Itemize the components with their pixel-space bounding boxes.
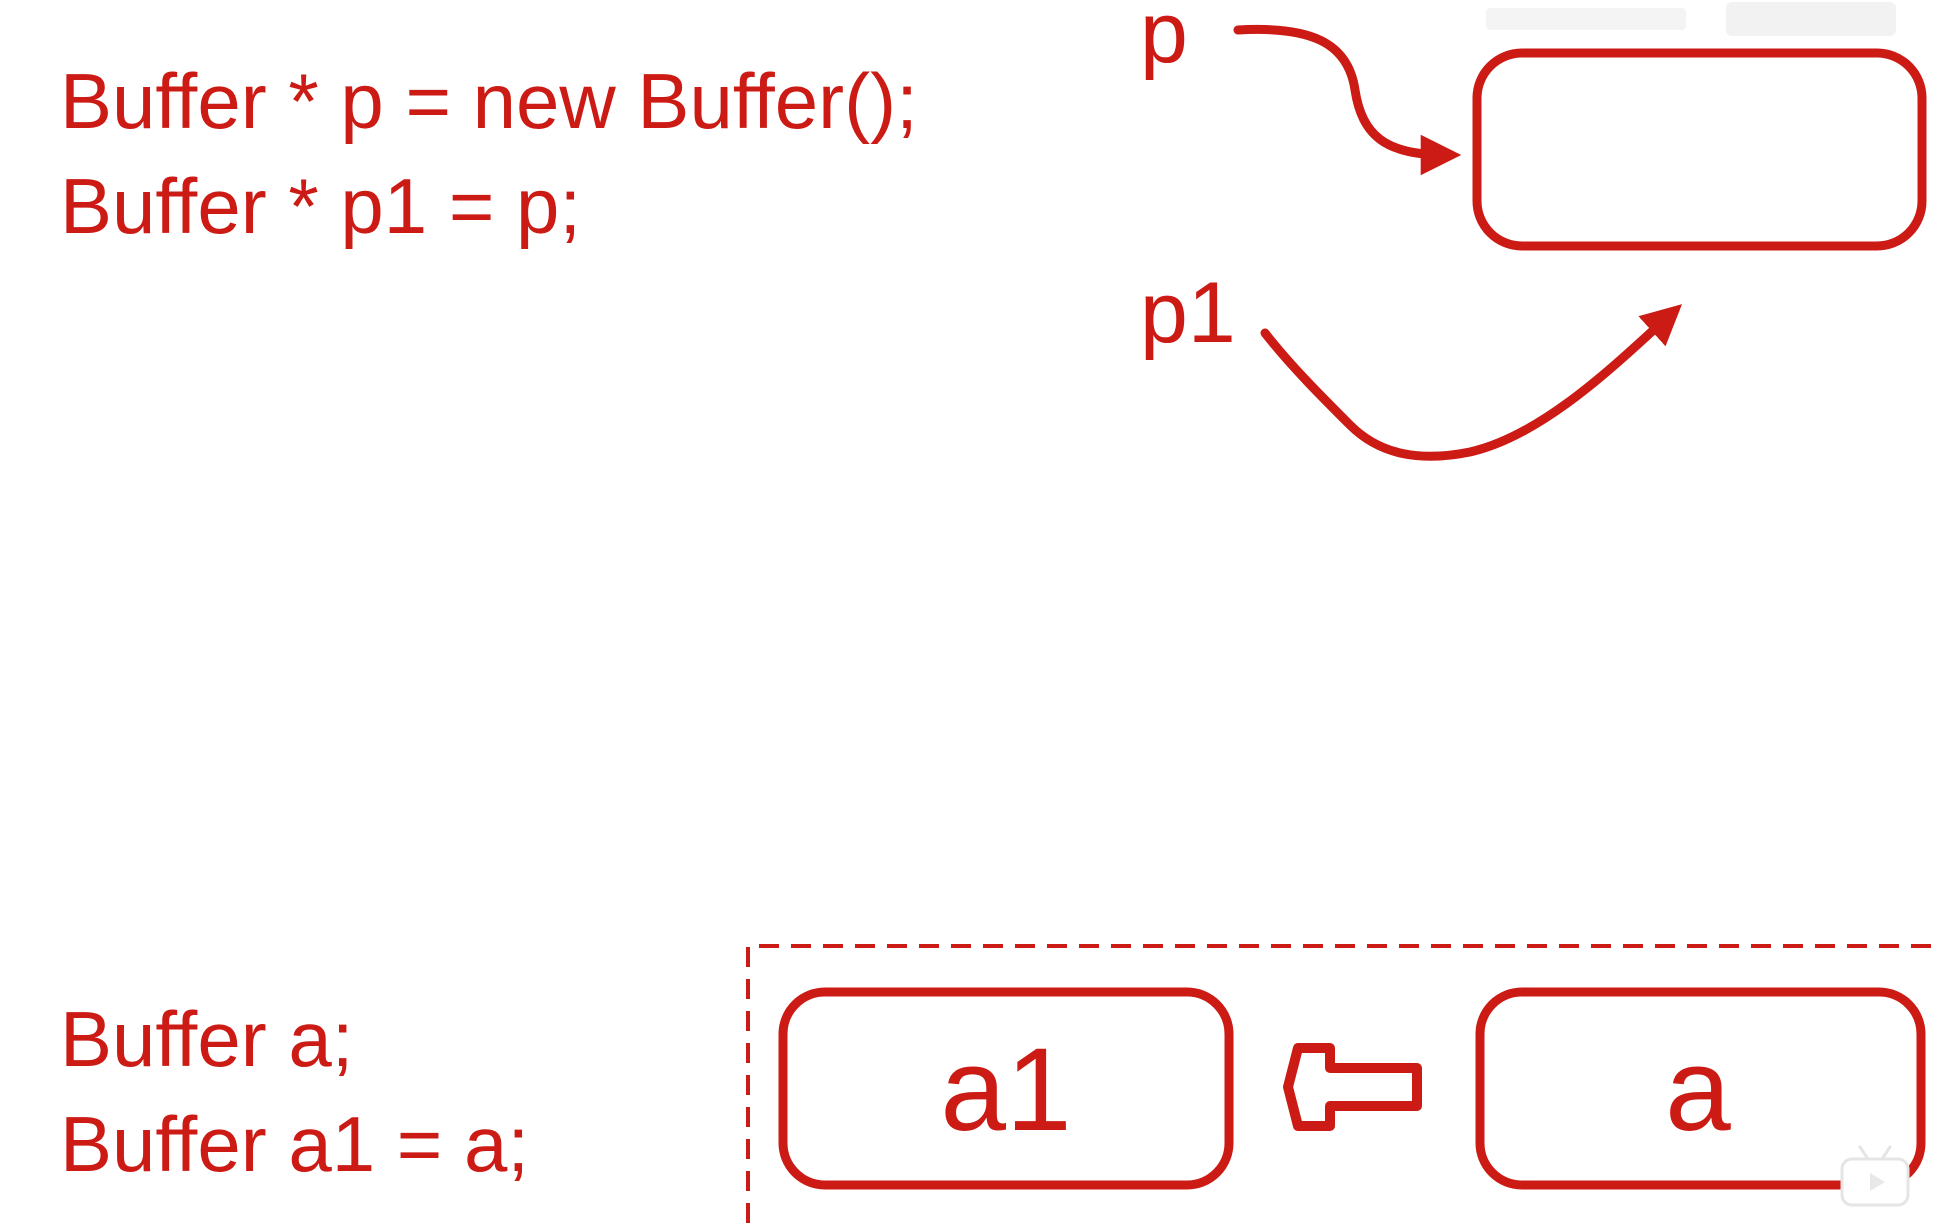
pointer-label-p1: p1 (1140, 265, 1236, 361)
curved-arrow-icon (1233, 24, 1462, 176)
heap-object-box (1472, 48, 1927, 251)
pointer-diagram: p p1 (1140, 0, 1927, 461)
code-line-object-decl: Buffer a; (60, 995, 354, 1083)
object-box-a1 (778, 987, 1234, 1190)
object-box-label-a1: a1 (940, 1024, 1071, 1156)
curved-arrow-icon (1260, 304, 1683, 461)
hollow-left-arrow-icon (1283, 1043, 1422, 1131)
object-box-a (1475, 987, 1926, 1190)
code-line-new-pointer: Buffer * p = new Buffer(); (60, 57, 918, 145)
copy-diagram: a1 a (746, 944, 1934, 1223)
pointer-label-p: p (1140, 0, 1188, 81)
bilibili-tv-icon (1840, 1145, 1910, 1207)
watermark (1486, 2, 1896, 36)
code-line-pointer-copy: Buffer * p1 = p; (60, 162, 582, 250)
dashed-container-border (746, 944, 1934, 1223)
code-line-object-copy: Buffer a1 = a; (60, 1100, 530, 1188)
object-box-label-a: a (1665, 1024, 1731, 1156)
